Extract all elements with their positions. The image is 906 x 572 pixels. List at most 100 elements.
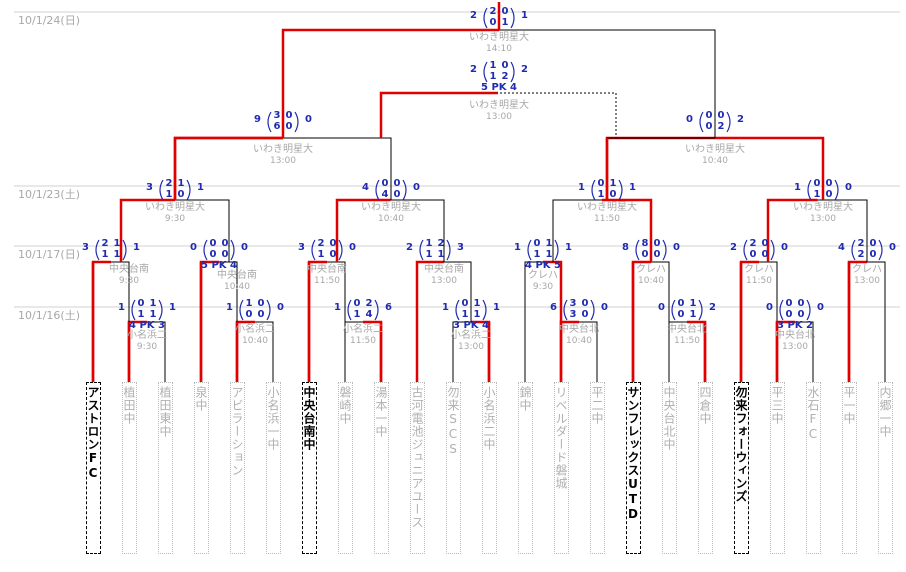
winner-path [335, 198, 391, 262]
team-box [194, 382, 209, 554]
half-score: 1 [474, 298, 481, 309]
team-name: 平二中 [590, 386, 604, 425]
left-total-score: 3 [298, 242, 305, 253]
score-bracket [131, 299, 136, 321]
team-box [878, 382, 893, 554]
half-score: 0 [222, 249, 229, 260]
half-score: 4 [382, 189, 389, 200]
half-score: 1 [502, 17, 509, 28]
team-box [698, 382, 713, 554]
match-venue: 小名浜二 [235, 322, 275, 335]
score-bracket [158, 299, 163, 321]
pk-score: 3 PK 4 [453, 320, 489, 331]
match-time: 11:50 [350, 336, 376, 346]
left-total-score: 0 [190, 242, 197, 253]
half-score: 0 [678, 298, 685, 309]
match-venue: 小名浜二 [451, 328, 491, 341]
match-time: 9:30 [165, 214, 185, 224]
team-name: 勿来SCS [446, 386, 460, 457]
half-score: 0 [178, 189, 185, 200]
team-box [482, 382, 497, 554]
team-box [806, 382, 821, 554]
team-name: サンフレックスUTD [626, 386, 640, 522]
half-score: 3 [274, 110, 281, 121]
half-score: 0 [762, 238, 769, 249]
match-time: 10:40 [566, 336, 592, 346]
match-time: 13:00 [854, 276, 880, 286]
score-bracket [591, 179, 596, 201]
half-score: 2 [858, 249, 865, 260]
score-bracket [834, 179, 839, 201]
match-time: 13:00 [486, 112, 512, 122]
left-total-score: 0 [686, 114, 693, 125]
match-venue: いわき明星大 [469, 30, 529, 43]
match-time: 9:30 [119, 276, 139, 286]
score-bracket [527, 239, 532, 261]
half-score: 1 [438, 249, 445, 260]
score-bracket [95, 239, 100, 261]
pk-score: 5 PK 4 [201, 260, 237, 271]
half-score: 0 [286, 121, 293, 132]
match-venue: 中央台南 [109, 262, 149, 275]
half-score: 0 [246, 309, 253, 320]
left-total-score: 1 [514, 242, 521, 253]
score-bracket [662, 239, 667, 261]
half-score: 0 [706, 121, 713, 132]
left-total-score: 1 [442, 302, 449, 313]
left-total-score: 1 [334, 302, 341, 313]
left-total-score: 3 [146, 182, 153, 193]
score-bracket [402, 179, 407, 201]
right-total-score: 0 [817, 302, 824, 313]
match-time: 13:00 [458, 342, 484, 352]
half-score: 1 [814, 189, 821, 200]
right-total-score: 2 [709, 302, 716, 313]
score-bracket [590, 299, 595, 321]
half-score: 0 [222, 238, 229, 249]
half-score: 1 [534, 249, 541, 260]
left-total-score: 1 [226, 302, 233, 313]
right-total-score: 2 [521, 64, 528, 75]
team-name: 水石FC [806, 386, 820, 442]
half-score: 0 [718, 110, 725, 121]
half-score: 2 [366, 298, 373, 309]
match-time: 13:00 [270, 156, 296, 166]
half-score: 0 [826, 178, 833, 189]
half-score: 2 [102, 238, 109, 249]
half-score: 0 [490, 17, 497, 28]
right-total-score: 0 [845, 182, 852, 193]
date-label: 10/1/17(日) [18, 248, 80, 261]
left-total-score: 1 [578, 182, 585, 193]
match-time: 14:10 [486, 44, 512, 54]
match-venue: 中央台北 [775, 328, 815, 341]
right-total-score: 1 [133, 242, 140, 253]
team-name: 植田東中 [158, 386, 172, 438]
score-bracket [446, 239, 451, 261]
half-score: 0 [138, 298, 145, 309]
score-bracket [510, 61, 515, 83]
team-box [842, 382, 857, 554]
team-name: 内郷一中 [878, 386, 892, 438]
half-score: 2 [858, 238, 865, 249]
half-score: 6 [274, 121, 281, 132]
match-venue: 中央台南 [424, 262, 464, 275]
match-venue: 小名浜二 [343, 322, 383, 335]
right-total-score: 0 [277, 302, 284, 313]
half-score: 0 [462, 298, 469, 309]
half-score: 0 [582, 298, 589, 309]
winner-path [602, 198, 653, 262]
match-time: 9:30 [533, 282, 553, 292]
right-total-score: 0 [889, 242, 896, 253]
team-box [446, 382, 461, 554]
left-total-score: 1 [118, 302, 125, 313]
half-score: 0 [598, 178, 605, 189]
half-score: 1 [426, 249, 433, 260]
team-name: 平一中 [842, 386, 856, 425]
half-score: 1 [610, 178, 617, 189]
half-score: 0 [870, 238, 877, 249]
right-total-score: 0 [673, 242, 680, 253]
team-box [302, 382, 317, 554]
team-name: 錦中 [518, 386, 532, 412]
right-total-score: 0 [781, 242, 788, 253]
match-time: 13:00 [810, 214, 836, 224]
